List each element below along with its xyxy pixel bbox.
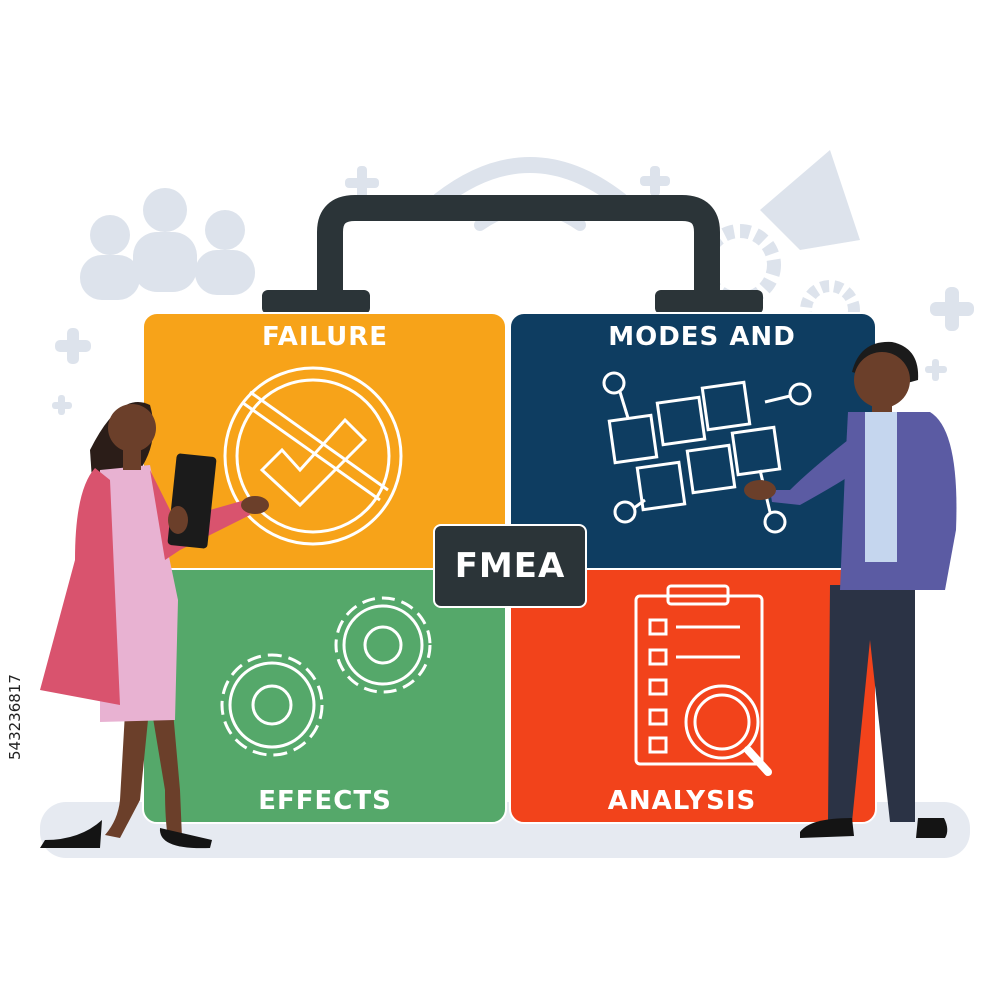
fmea-badge-text: FMEA — [454, 546, 566, 586]
quadrant-analysis — [509, 568, 877, 824]
clipboard-search-icon — [634, 584, 772, 776]
man-figure — [744, 341, 957, 838]
briefcase-handle — [262, 195, 763, 314]
side-id-text: 543236817 — [6, 674, 24, 760]
megaphone-icon — [760, 150, 860, 250]
gears-icon — [220, 596, 432, 757]
wifi-icon — [432, 157, 628, 208]
label-failure: FAILURE — [261, 322, 389, 352]
label-modes-and: MODES AND — [608, 322, 796, 352]
label-analysis: ANALYSIS — [607, 786, 757, 816]
flowchart-icon — [602, 371, 812, 534]
plus-sign-icon — [52, 166, 974, 415]
fmea-badge: FMEA — [433, 524, 587, 608]
background-gear-small-icon — [800, 280, 860, 340]
people-silhouette-icon — [80, 188, 255, 300]
woman-figure — [40, 402, 269, 849]
label-effects: EFFECTS — [258, 786, 392, 816]
no-check-icon — [223, 366, 403, 546]
